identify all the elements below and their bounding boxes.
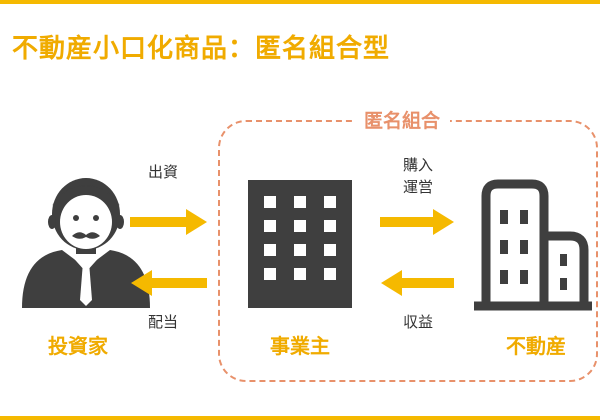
investor-label: 投資家 bbox=[48, 334, 108, 358]
investment-label: 出資 bbox=[148, 163, 179, 181]
property-label: 不動産 bbox=[506, 334, 566, 358]
top-rule bbox=[0, 0, 600, 4]
purchase-label: 購入 bbox=[403, 156, 434, 174]
operator-label: 事業主 bbox=[270, 334, 330, 358]
office-building-icon bbox=[248, 180, 352, 308]
purchase-arrow bbox=[380, 209, 454, 235]
dividend-label: 配当 bbox=[148, 313, 179, 331]
page-title: 不動産小口化商品：匿名組合型 bbox=[12, 34, 391, 64]
group-label: 匿名組合 bbox=[354, 106, 451, 133]
bottom-rule bbox=[0, 416, 600, 420]
operation-label: 運営 bbox=[403, 178, 434, 196]
investment-arrow bbox=[130, 209, 207, 235]
income-arrow bbox=[381, 270, 454, 296]
real-estate-buildings-icon bbox=[474, 179, 592, 311]
dividend-arrow bbox=[131, 270, 207, 296]
investor-person-icon bbox=[22, 178, 150, 308]
real-estate-windows bbox=[500, 210, 567, 290]
income-label: 収益 bbox=[403, 313, 434, 331]
